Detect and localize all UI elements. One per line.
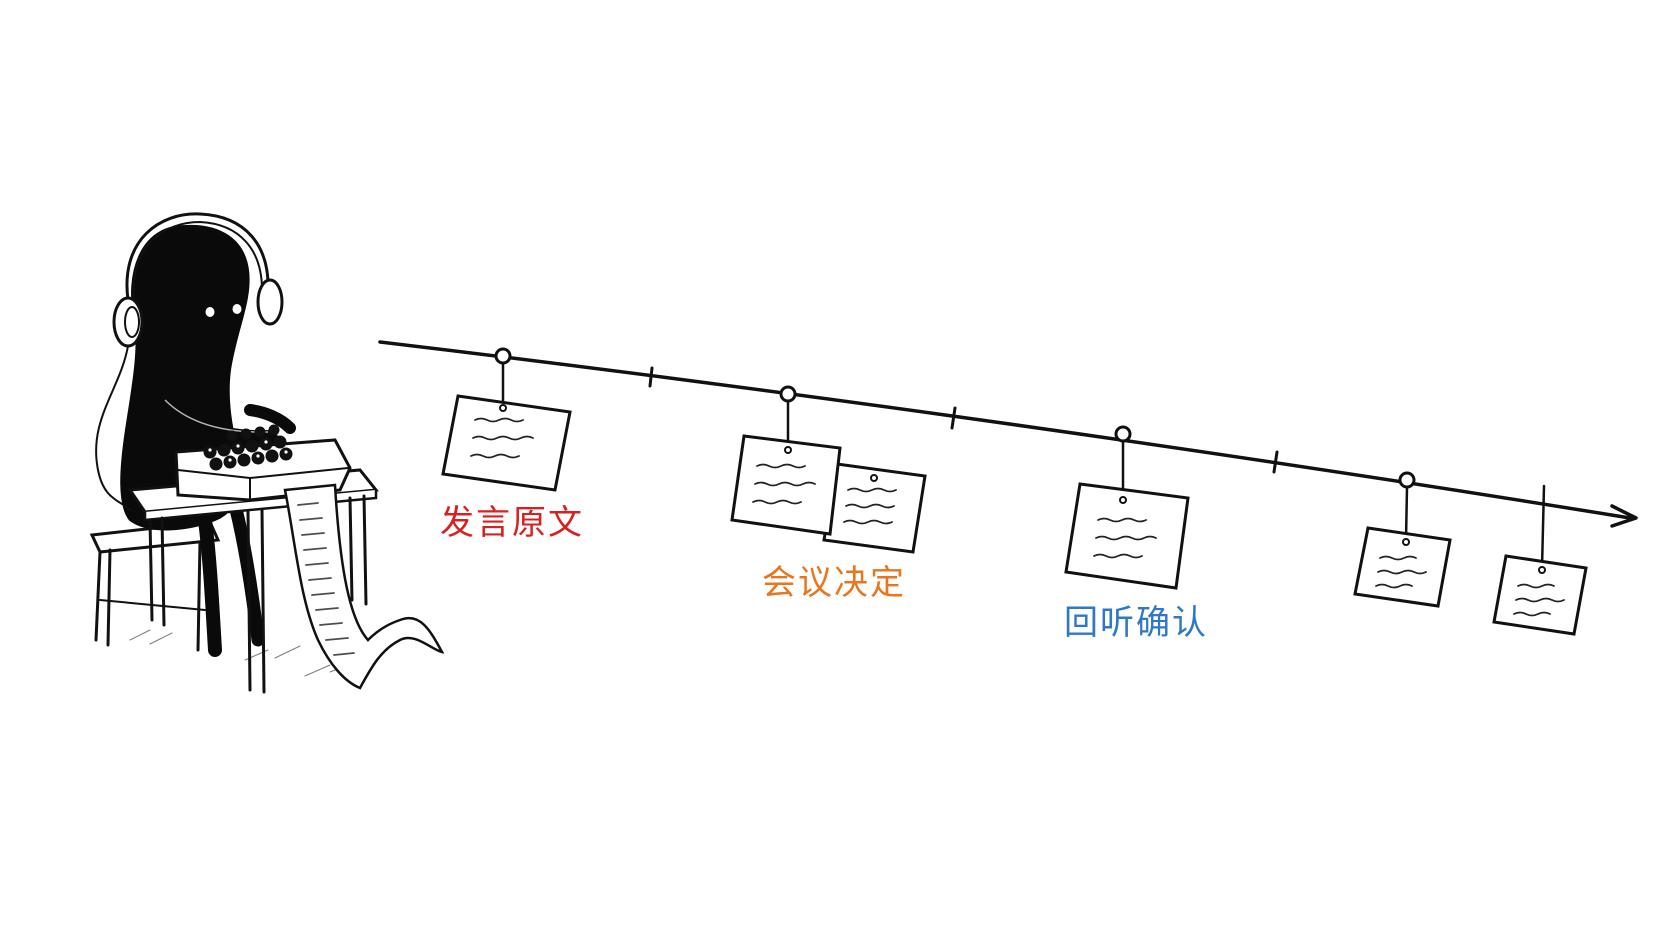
note-card-icon <box>730 434 842 536</box>
pin-ring-icon <box>779 385 797 403</box>
hanging-note-1 <box>441 347 572 492</box>
stenotype-machine-icon <box>174 424 352 502</box>
label-playback-confirm: 回听确认 <box>1064 603 1208 643</box>
pin-ring-icon <box>1398 471 1416 489</box>
note-card-icon <box>1353 526 1452 608</box>
hanging-note-4 <box>1353 471 1452 608</box>
label-meeting-decision: 会议决定 <box>762 563 906 603</box>
pin-ring-icon <box>1114 425 1132 443</box>
left-eye-icon <box>205 307 215 317</box>
label-original-speech: 发言原文 <box>440 503 584 543</box>
paper-tape-icon <box>283 483 445 690</box>
right-eye-icon <box>232 304 242 314</box>
hanging-note-5 <box>1492 484 1588 636</box>
note-card-icon <box>441 394 572 492</box>
note-card-icon <box>1492 554 1588 636</box>
stenographer-figure-icon <box>89 212 445 694</box>
hanging-note-2 <box>730 385 927 554</box>
headphones-icon <box>95 212 284 511</box>
timeline-arrow-icon <box>378 340 1638 528</box>
hanging-note-3 <box>1064 425 1190 590</box>
stool-icon <box>89 520 221 654</box>
pin-ring-icon <box>494 347 512 365</box>
